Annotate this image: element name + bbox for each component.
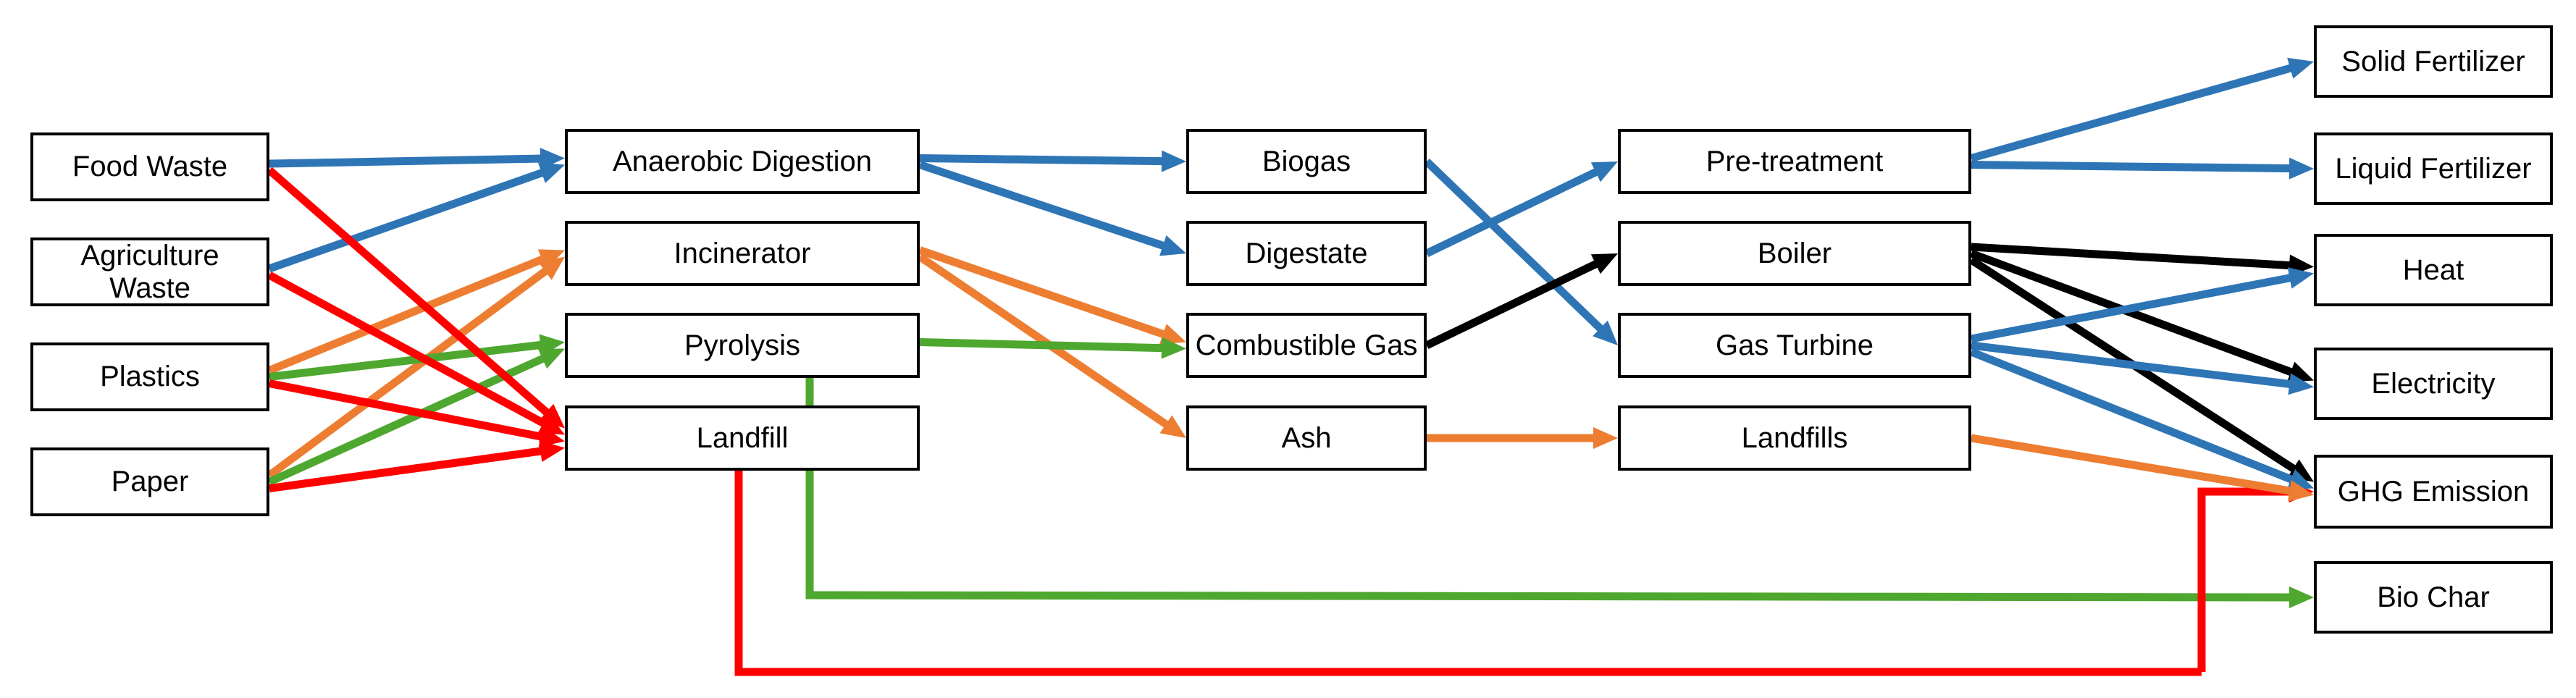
node-label: Gas Turbine bbox=[1716, 329, 1874, 361]
node-anaerobic-digestion[interactable]: Anaerobic Digestion bbox=[565, 129, 920, 194]
node-ash[interactable]: Ash bbox=[1186, 405, 1427, 471]
node-biogas[interactable]: Biogas bbox=[1186, 129, 1427, 194]
node-label: Ash bbox=[1281, 421, 1332, 454]
node-landfills[interactable]: Landfills bbox=[1618, 405, 1971, 471]
node-label: Pre-treatment bbox=[1706, 145, 1884, 177]
node-label: Digestate bbox=[1245, 237, 1368, 269]
node-incinerator[interactable]: Incinerator bbox=[565, 221, 920, 286]
node-label: Anaerobic Digestion bbox=[613, 145, 872, 177]
node-label: Combustible Gas bbox=[1195, 329, 1418, 361]
node-pre-treatment[interactable]: Pre-treatment bbox=[1618, 129, 1971, 194]
node-label: Liquid Fertilizer bbox=[2335, 152, 2532, 185]
node-liquid-fertilizer[interactable]: Liquid Fertilizer bbox=[2314, 133, 2553, 205]
node-food-waste[interactable]: Food Waste bbox=[30, 133, 269, 201]
node-digestate[interactable]: Digestate bbox=[1186, 221, 1427, 286]
node-label: Paper bbox=[111, 466, 189, 498]
node-plastics[interactable]: Plastics bbox=[30, 342, 269, 411]
node-bio-char[interactable]: Bio Char bbox=[2314, 561, 2553, 634]
node-label: Landfills bbox=[1741, 421, 1848, 454]
node-boiler[interactable]: Boiler bbox=[1618, 221, 1971, 286]
node-label: Electricity bbox=[2371, 367, 2496, 400]
node-label: GHG Emission bbox=[2337, 475, 2530, 508]
node-heat[interactable]: Heat bbox=[2314, 234, 2553, 306]
node-label: Biogas bbox=[1262, 145, 1351, 177]
node-label: Plastics bbox=[100, 361, 200, 393]
node-label: Landfill bbox=[696, 421, 789, 454]
node-landfill[interactable]: Landfill bbox=[565, 405, 920, 471]
node-solid-fertilizer[interactable]: Solid Fertilizer bbox=[2314, 25, 2553, 98]
node-label: Heat bbox=[2402, 253, 2464, 286]
node-label: Solid Fertilizer bbox=[2341, 45, 2525, 77]
node-label: Agriculture Waste bbox=[80, 239, 219, 304]
node-label: Pyrolysis bbox=[684, 329, 801, 361]
node-paper[interactable]: Paper bbox=[30, 447, 269, 516]
node-gas-turbine[interactable]: Gas Turbine bbox=[1618, 313, 1971, 378]
node-label: Bio Char bbox=[2377, 581, 2490, 613]
node-label: Boiler bbox=[1757, 237, 1832, 269]
node-pyrolysis[interactable]: Pyrolysis bbox=[565, 313, 920, 378]
node-ghg-emission[interactable]: GHG Emission bbox=[2314, 455, 2553, 529]
node-agriculture-waste[interactable]: Agriculture Waste bbox=[30, 237, 269, 306]
node-electricity[interactable]: Electricity bbox=[2314, 348, 2553, 420]
node-label: Food Waste bbox=[72, 151, 228, 183]
node-label: Incinerator bbox=[674, 237, 811, 269]
node-combustible-gas[interactable]: Combustible Gas bbox=[1186, 313, 1427, 378]
